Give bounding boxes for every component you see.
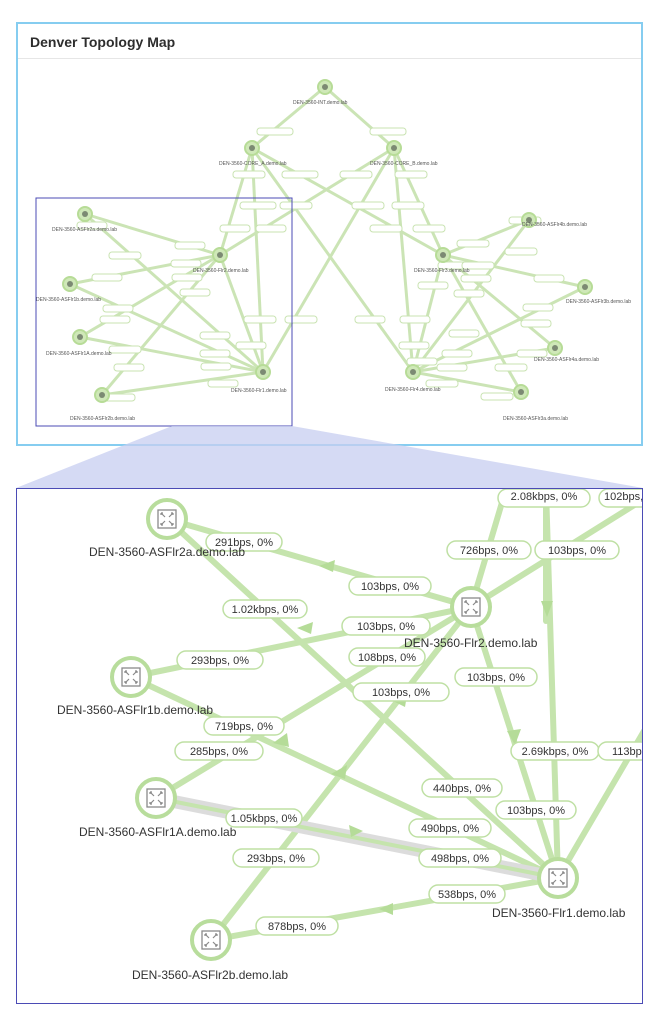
overview-node-labels: DEN-3560-INT.demo.lab DEN-3560-CORE_A.de… xyxy=(36,100,631,422)
mini-label-asflr4a: DEN-3560-ASFlr4a.demo.lab xyxy=(534,357,599,363)
svg-text:285bps, 0%: 285bps, 0% xyxy=(190,746,248,758)
svg-text:293bps, 0%: 293bps, 0% xyxy=(247,853,305,865)
topology-detail-map: 291bps, 0% 103bps, 0% 1.02kbps, 0% 103bp… xyxy=(57,489,643,982)
link-label-flr2-flr1-b: 103bps, 0% xyxy=(454,667,538,687)
overview-edges xyxy=(69,85,586,397)
node-label-asflr1b: DEN-3560-ASFlr1b.demo.lab xyxy=(57,703,213,717)
link-label-flr1-core-b: 113bps, 0% xyxy=(597,741,643,761)
viewport-selection[interactable] xyxy=(35,197,293,427)
svg-text:291bps, 0%: 291bps, 0% xyxy=(215,537,273,549)
node-label-flr1: DEN-3560-Flr1.demo.lab xyxy=(492,906,626,920)
edge-asflr1a-flr2 xyxy=(153,604,474,801)
mini-label-asflr3a: DEN-3560-ASFlr3a.demo.lab xyxy=(503,416,568,422)
link-label-flr2-core-a: 726bps, 0% xyxy=(446,540,532,560)
arrow-icon xyxy=(541,601,553,617)
link-label-asflr1a-flr1-b: 490bps, 0% xyxy=(408,818,492,838)
link-label-asflr1a-flr1-c: 498bps, 0% xyxy=(418,848,502,868)
svg-text:103bps, 0%: 103bps, 0% xyxy=(507,805,565,817)
node-label-flr2: DEN-3560-Flr2.demo.lab xyxy=(404,636,538,650)
svg-text:108bps, 0%: 108bps, 0% xyxy=(358,652,416,664)
link-label-asflr1b-flr2-a: 293bps, 0% xyxy=(176,650,264,670)
mini-label-asflr4b: DEN-3560-ASFlr4b.demo.lab xyxy=(522,222,587,228)
zoom-projection xyxy=(16,426,643,488)
svg-text:103bps, 0%: 103bps, 0% xyxy=(467,672,525,684)
node-asflr1b[interactable] xyxy=(110,656,152,698)
svg-text:103bps, 0%: 103bps, 0% xyxy=(357,621,415,633)
link-label-asflr1a-flr1-a: 1.05kbps, 0% xyxy=(225,808,303,828)
zoom-detail-view[interactable]: 291bps, 0% 103bps, 0% 1.02kbps, 0% 103bp… xyxy=(16,488,643,1004)
svg-text:1.02kbps, 0%: 1.02kbps, 0% xyxy=(232,604,299,616)
svg-text:103bps, 0%: 103bps, 0% xyxy=(372,687,430,699)
mini-label-asflr3b: DEN-3560-ASFlr3b.demo.lab xyxy=(566,299,631,305)
arrow-icon xyxy=(331,765,347,779)
link-label-flr2-flr1-a: 103bps, 0% xyxy=(352,682,450,702)
arrow-icon xyxy=(507,729,521,745)
link-label-flr2-flr1-d: 103bps, 0% xyxy=(495,800,577,820)
svg-text:726bps, 0%: 726bps, 0% xyxy=(460,545,518,557)
link-label-flr1-core-a: 2.69kbps, 0% xyxy=(510,741,600,761)
link-label-asflr2b-flr1-a: 878bps, 0% xyxy=(255,916,339,936)
mini-label-asflr2b: DEN-3560-ASFlr2b.demo.lab xyxy=(70,416,135,422)
svg-text:878bps, 0%: 878bps, 0% xyxy=(268,921,326,933)
mini-label-inet: DEN-3560-INT.demo.lab xyxy=(293,100,348,106)
link-label-asflr1b-flr1: 719bps, 0% xyxy=(203,716,285,736)
svg-text:2.69kbps, 0%: 2.69kbps, 0% xyxy=(522,746,589,758)
node-asflr2a[interactable] xyxy=(146,498,188,540)
mini-label-flr2: DEN-3560-Flr2.demo.lab xyxy=(193,268,249,274)
node-label-asflr2b: DEN-3560-ASFlr2b.demo.lab xyxy=(132,968,288,982)
node-label-asflr2a: DEN-3560-ASFlr2a.demo.lab xyxy=(89,545,245,559)
node-asflr1a[interactable] xyxy=(135,777,177,819)
mini-label-flr4: DEN-3560-Flr4.demo.lab xyxy=(385,387,441,393)
link-label-asflr2b-flr2: 293bps, 0% xyxy=(232,848,320,868)
svg-text:719bps, 0%: 719bps, 0% xyxy=(215,721,273,733)
svg-text:490bps, 0%: 490bps, 0% xyxy=(421,823,479,835)
link-label-asflr2a-flr2-a: 291bps, 0% xyxy=(205,532,283,552)
arrow-icon xyxy=(297,622,313,634)
mini-label-core-b: DEN-3560-CORE_B.demo.lab xyxy=(370,161,438,167)
svg-text:440bps, 0%: 440bps, 0% xyxy=(433,783,491,795)
detail-node-labels: DEN-3560-ASFlr2a.demo.lab DEN-3560-ASFlr… xyxy=(57,545,626,982)
link-label-asflr1a-flr2: 285bps, 0% xyxy=(174,741,264,761)
panel-title: Denver Topology Map xyxy=(30,34,176,50)
mini-label-asflr1a: DEN-3560-ASFlr1A.demo.lab xyxy=(46,351,112,357)
svg-text:113bps, 0%: 113bps, 0% xyxy=(612,746,643,758)
detail-link-labels: 291bps, 0% 103bps, 0% 1.02kbps, 0% 103bp… xyxy=(174,489,643,936)
node-asflr2b[interactable] xyxy=(190,919,232,961)
link-label-asflr1b-flr2-c: 108bps, 0% xyxy=(348,647,426,667)
arrow-icon xyxy=(349,825,363,837)
link-label-flr2-flr1-c: 440bps, 0% xyxy=(421,778,503,798)
node-flr2[interactable] xyxy=(450,586,492,628)
panel-divider xyxy=(18,58,641,59)
svg-text:103bps, 0%: 103bps, 0% xyxy=(361,581,419,593)
svg-text:538bps, 0%: 538bps, 0% xyxy=(438,889,496,901)
node-flr1[interactable] xyxy=(537,857,579,899)
link-label-core-b-up: 102bps, 0% xyxy=(598,489,643,508)
node-label-asflr1a: DEN-3560-ASFlr1A.demo.lab xyxy=(79,825,237,839)
link-label-asflr2b-flr1-b: 538bps, 0% xyxy=(428,884,506,904)
svg-text:1.05kbps, 0%: 1.05kbps, 0% xyxy=(231,813,298,825)
overview-link-labels xyxy=(76,127,565,402)
arrow-icon xyxy=(379,903,393,915)
arrow-icon xyxy=(273,733,289,747)
mini-label-core-a: DEN-3560-CORE_A.demo.lab xyxy=(219,161,287,167)
svg-text:102bps, 0%: 102bps, 0% xyxy=(604,491,643,503)
link-label-asflr2a-flr2-b: 103bps, 0% xyxy=(348,576,432,596)
svg-text:103bps, 0%: 103bps, 0% xyxy=(548,545,606,557)
mini-label-asflr2a: DEN-3560-ASFlr2a.demo.lab xyxy=(52,227,117,233)
mini-label-flr3: DEN-3560-Flr3.demo.lab xyxy=(414,268,470,274)
flow-arrows xyxy=(273,560,553,915)
link-label-core-a-up: 2.08kbps, 0% xyxy=(497,489,591,508)
link-label-asflr1b-flr2-b: 103bps, 0% xyxy=(341,616,431,636)
arrow-icon xyxy=(319,560,335,572)
svg-text:2.08kbps, 0%: 2.08kbps, 0% xyxy=(511,491,578,503)
mini-label-asflr1b: DEN-3560-ASFlr1b.demo.lab xyxy=(36,297,101,303)
svg-text:498bps, 0%: 498bps, 0% xyxy=(431,853,489,865)
svg-text:293bps, 0%: 293bps, 0% xyxy=(191,655,249,667)
link-label-flr2-core-b: 103bps, 0% xyxy=(534,540,620,560)
mini-label-flr1: DEN-3560-Flr1.demo.lab xyxy=(231,388,287,394)
link-label-asflr2a-flr1: 1.02kbps, 0% xyxy=(222,599,308,619)
